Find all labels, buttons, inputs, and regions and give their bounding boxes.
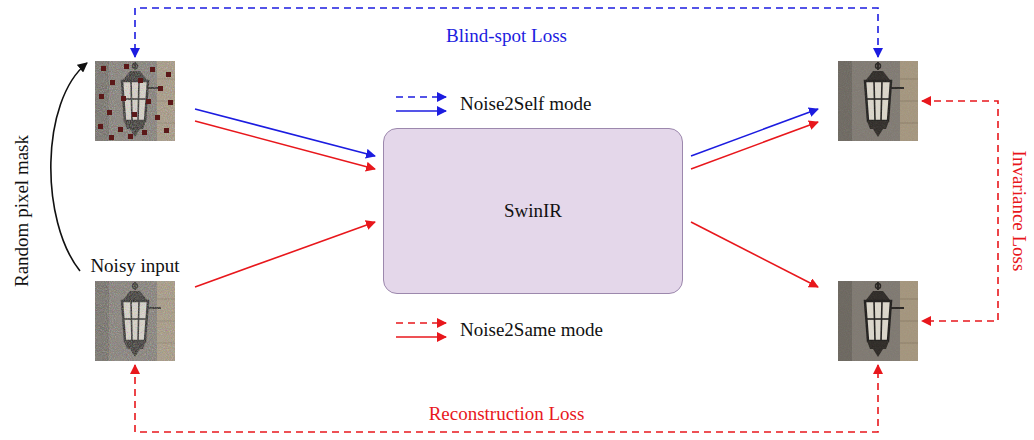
- label-patch: Blind-spot Loss: [443, 25, 570, 47]
- label-patch: Invariance Loss: [1008, 148, 1030, 275]
- flow-arrow: [195, 109, 375, 156]
- label-patch: Random pixel mask: [11, 132, 33, 290]
- legend-row: Noise2Self mode: [460, 93, 591, 115]
- edge-label: Random pixel mask: [11, 135, 32, 287]
- loss-connector: [922, 101, 998, 321]
- image-heading: Noisy input: [90, 255, 179, 276]
- output-image: [838, 281, 918, 361]
- noisy-image: [95, 281, 175, 361]
- image-tile: Noisy input: [95, 281, 175, 361]
- flow-arrow: [691, 222, 818, 287]
- masked-image: [95, 61, 175, 141]
- edge-label: Blind-spot Loss: [446, 25, 567, 46]
- flow-arrow: [691, 122, 818, 169]
- edge-label: Invariance Loss: [1009, 151, 1030, 272]
- legend-text: Noise2Self mode: [460, 93, 591, 115]
- heading-holder: Noisy input: [90, 255, 179, 281]
- flow-arrow: [691, 109, 818, 156]
- legend-text: Noise2Same mode: [460, 319, 603, 341]
- flow-arrow: [195, 222, 375, 287]
- flow-arrow: [195, 121, 375, 169]
- image-tile: [838, 61, 918, 141]
- legend-sample: [396, 97, 446, 111]
- image-tile: [95, 61, 175, 141]
- legend-row: Noise2Same mode: [460, 319, 603, 341]
- label-patch: Reconstruction Loss: [426, 403, 588, 425]
- flow-arrow: [51, 63, 87, 271]
- node-label: SwinIR: [504, 200, 562, 222]
- legend-sample: [396, 323, 446, 337]
- image-tile: [838, 281, 918, 361]
- output-image: [838, 61, 918, 141]
- loss-connector: [135, 8, 878, 57]
- edge-label: Reconstruction Loss: [429, 403, 585, 424]
- network-box: SwinIR: [383, 128, 683, 294]
- loss-connector: [135, 365, 878, 432]
